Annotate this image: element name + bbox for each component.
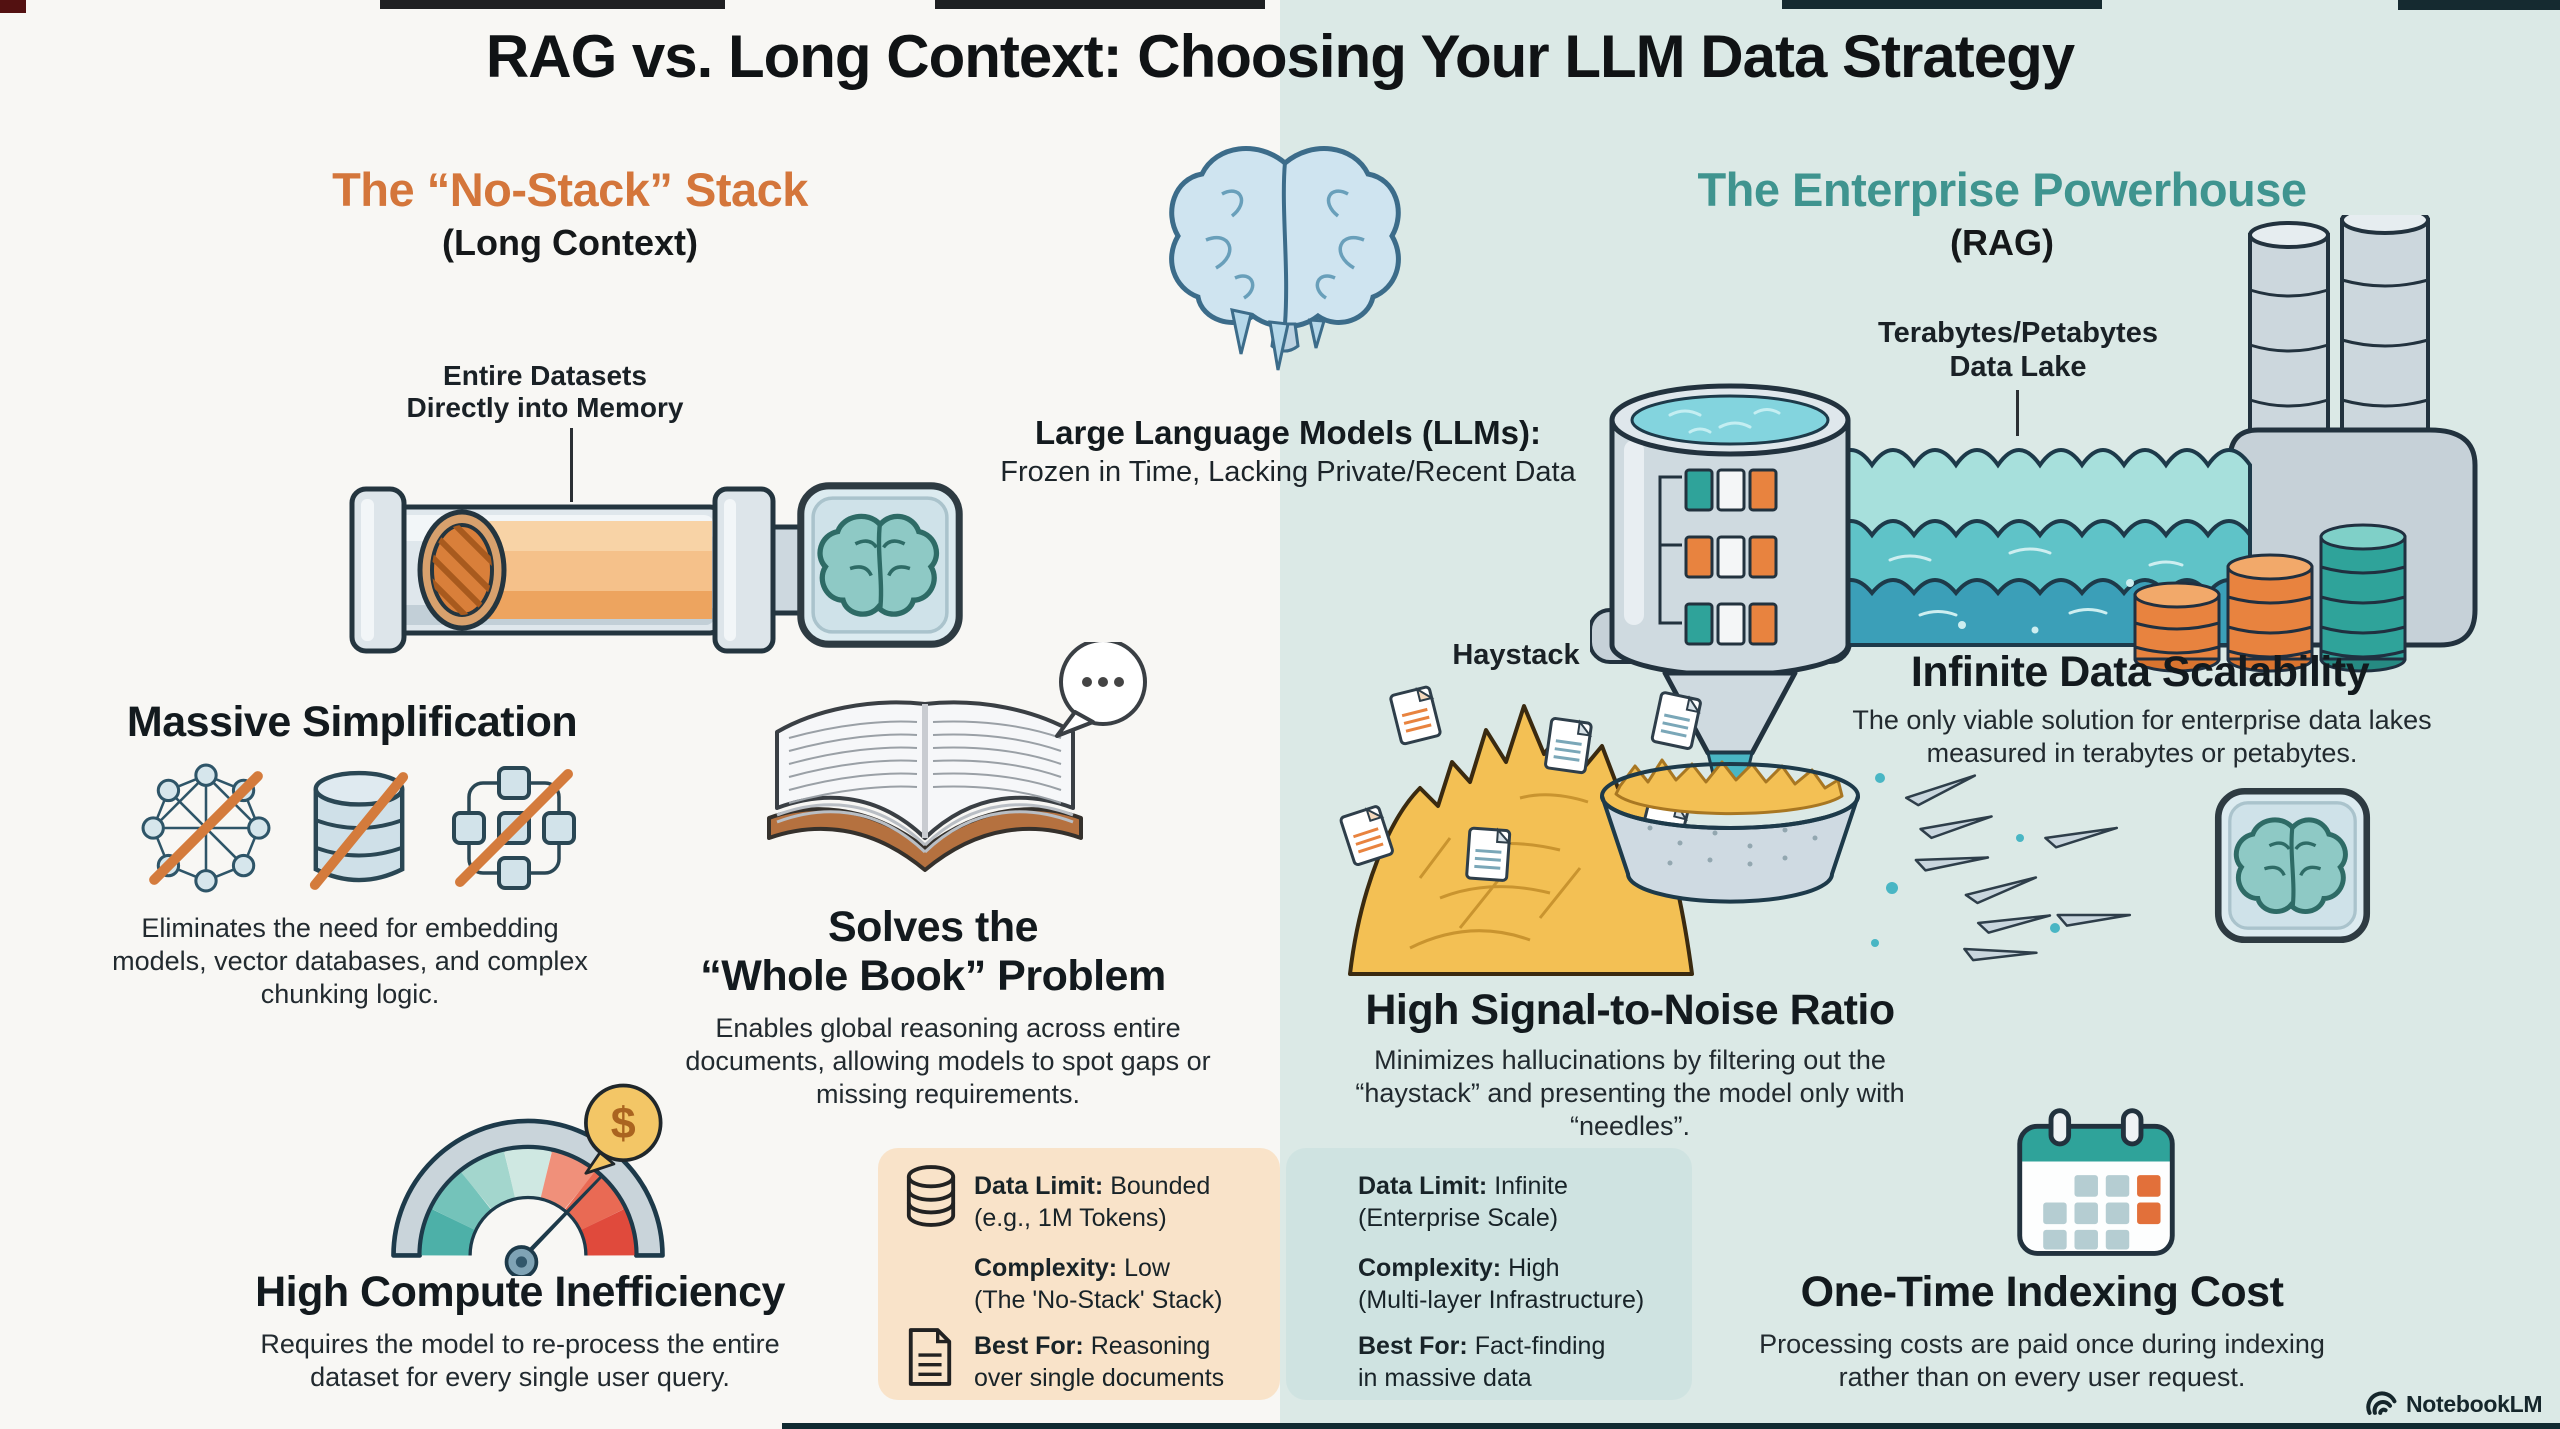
indexing-heading: One-Time Indexing Cost — [1800, 1268, 2284, 1316]
rag-complexity-value2: (Multi-layer Infrastructure) — [1358, 1286, 1645, 1314]
data-lake-label-line2: Data Lake — [1949, 351, 2087, 384]
data-lake-pointer-line — [2016, 390, 2019, 436]
video-artifact — [0, 0, 26, 13]
llm-heading: Large Language Models (LLMs): — [1034, 414, 1542, 451]
pipe-into-memory-icon — [330, 455, 1030, 675]
rag-data-limit-value2: (Enterprise Scale) — [1358, 1204, 1559, 1232]
video-artifact — [1782, 0, 2102, 9]
video-artifact — [2398, 0, 2560, 10]
haystack-label: Haystack — [1452, 639, 1580, 671]
embedding-model-crossed-icon — [140, 762, 272, 894]
ingestion-tank-icon — [1609, 383, 1851, 797]
notebooklm-watermark-text: NotebookLM — [2406, 1390, 2543, 1417]
needle-icons — [1903, 774, 2132, 969]
simplification-description: Eliminates the need for embedding models… — [112, 913, 588, 1010]
right-column-subheading: (RAG) — [1950, 222, 2054, 263]
lc-data-limit-value2: (e.g., 1M Tokens) — [974, 1204, 1167, 1232]
rag-data-limit-label: Data Limit: — [1358, 1172, 1488, 1200]
rag-best-for-row: Best For:Fact-finding in massive data — [1358, 1330, 1605, 1394]
lc-best-for-row: Best For:Reasoning over single documents — [974, 1330, 1224, 1394]
rag-data-limit-value: Infinite — [1494, 1172, 1568, 1200]
rag-complexity-value: High — [1508, 1254, 1560, 1282]
lc-data-limit-value: Bounded — [1110, 1172, 1211, 1200]
compute-description: Requires the model to re-process the ent… — [260, 1329, 780, 1393]
data-lake-label: Terabytes/Petabytes Data Lake — [1878, 316, 2158, 384]
lc-complexity-value2: (The 'No-Stack' Stack) — [974, 1286, 1223, 1314]
vector-database-crossed-icon — [305, 765, 413, 895]
notebooklm-logo-icon — [2366, 1391, 2397, 1415]
lc-best-for-value2: over single documents — [974, 1364, 1225, 1392]
compute-heading: High Compute Inefficiency — [255, 1268, 785, 1316]
whole-book-heading-line2: “Whole Book” Problem — [700, 952, 1166, 1001]
lc-best-for-value: Reasoning — [1090, 1332, 1211, 1360]
calendar-icon — [2008, 1106, 2184, 1260]
left-column-subheading: (Long Context) — [442, 222, 698, 263]
rag-best-for-value: Fact-finding — [1474, 1332, 1606, 1360]
whole-book-description: Enables global reasoning across entire d… — [685, 1013, 1211, 1110]
signal-description: Minimizes hallucinations by filtering ou… — [1355, 1045, 1905, 1142]
whole-book-heading: Solves the “Whole Book” Problem — [700, 903, 1166, 1001]
sieve-bowl-icon — [1600, 758, 1860, 904]
lc-complexity-value: Low — [1124, 1254, 1170, 1282]
lc-best-for-label: Best For: — [974, 1332, 1084, 1360]
rag-best-for-value2: in massive data — [1358, 1364, 1532, 1392]
data-lake-label-line1: Terabytes/Petabytes — [1878, 317, 2158, 349]
open-book-icon — [745, 642, 1185, 914]
video-artifact — [380, 0, 725, 9]
rag-complexity-row: Complexity:High (Multi-layer Infrastruct… — [1358, 1252, 1644, 1316]
compute-gauge-icon: $ — [378, 1078, 678, 1276]
speech-bubble-icon — [1055, 642, 1147, 738]
video-artifact — [782, 1423, 2560, 1429]
comparison-card-long-context: Data Limit:Bounded (e.g., 1M Tokens) Com… — [878, 1148, 1280, 1400]
page-title: RAG vs. Long Context: Choosing Your LLM … — [485, 23, 2075, 90]
database-icon — [904, 1164, 958, 1228]
llm-subheading: Frozen in Time, Lacking Private/Recent D… — [1000, 456, 1576, 488]
haystack-illustration — [1320, 678, 2390, 990]
memory-label-line2: Directly into Memory — [406, 392, 684, 424]
scalability-description: The only viable solution for enterprise … — [1852, 705, 2432, 769]
notebooklm-watermark: NotebookLM — [2366, 1388, 2543, 1420]
signal-heading: High Signal-to-Noise Ratio — [1365, 986, 1895, 1034]
memory-label-line1: Entire Datasets — [443, 360, 647, 391]
dollar-bubble-icon: $ — [584, 1083, 663, 1175]
scalability-heading: Infinite Data Scalability — [1910, 648, 2370, 696]
lc-data-limit-label: Data Limit: — [974, 1172, 1104, 1200]
memory-label: Entire Datasets Directly into Memory — [407, 360, 684, 425]
whole-book-heading-line1: Solves the — [827, 903, 1039, 951]
lc-complexity-row: Complexity:Low (The 'No-Stack' Stack) — [974, 1252, 1223, 1316]
simplification-heading: Massive Simplification — [126, 698, 578, 746]
data-lake-illustration — [1590, 215, 2480, 805]
left-column-heading: The “No-Stack” Stack — [332, 163, 808, 216]
lc-data-limit-row: Data Limit:Bounded (e.g., 1M Tokens) — [974, 1170, 1210, 1234]
svg-text:$: $ — [611, 1097, 636, 1148]
chunking-logic-crossed-icon — [448, 762, 580, 894]
rag-best-for-label: Best For: — [1358, 1332, 1468, 1360]
data-coin-stacks — [2133, 523, 2407, 673]
lc-complexity-label: Complexity: — [974, 1254, 1118, 1282]
rag-data-limit-row: Data Limit:Infinite (Enterprise Scale) — [1358, 1170, 1568, 1234]
frozen-brain-icon — [1140, 128, 1430, 393]
comparison-card-rag: Data Limit:Infinite (Enterprise Scale) C… — [1286, 1148, 1692, 1400]
document-icon — [905, 1326, 955, 1388]
video-artifact — [935, 0, 1265, 9]
rag-complexity-label: Complexity: — [1358, 1254, 1502, 1282]
indexing-description: Processing costs are paid once during in… — [1759, 1329, 2325, 1393]
memory-pointer-line — [570, 428, 573, 502]
right-column-heading: The Enterprise Powerhouse — [1697, 163, 2307, 216]
